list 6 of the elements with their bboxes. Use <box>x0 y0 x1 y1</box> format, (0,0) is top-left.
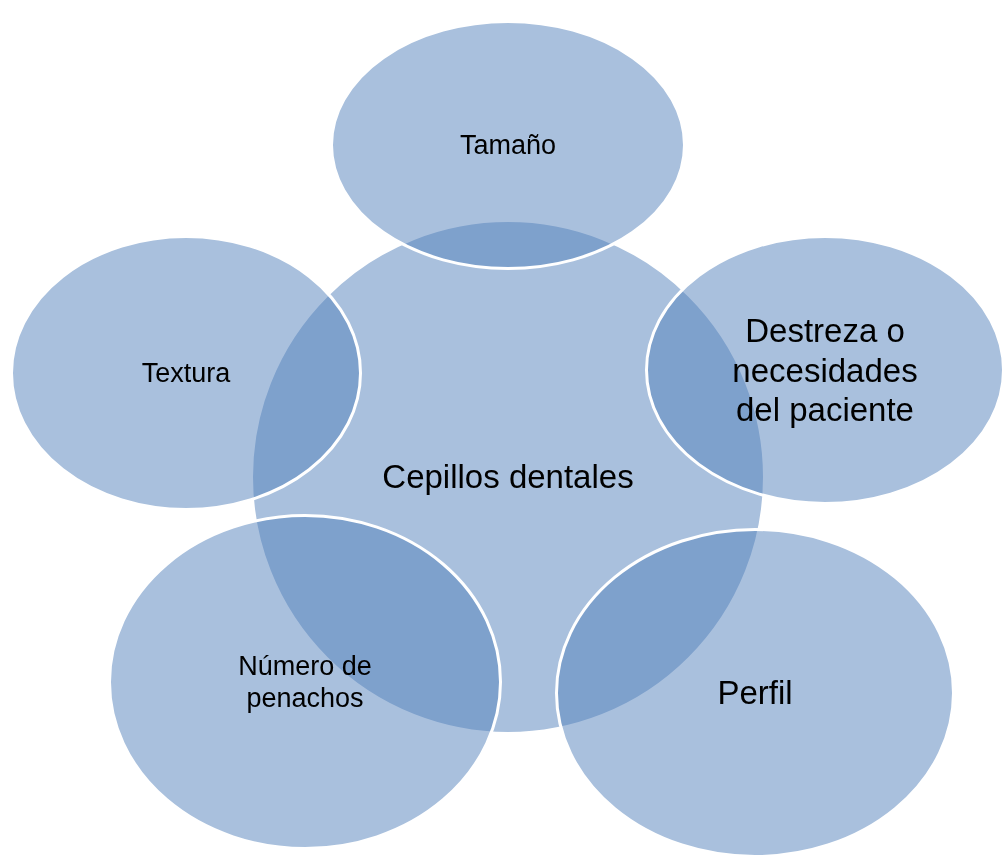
topic-label: Número de penachos <box>237 649 373 715</box>
topic-label: Textura <box>140 356 232 390</box>
topic-label: Destreza o necesidades del paciente <box>731 310 919 430</box>
topic-label: Tamaño <box>458 128 558 162</box>
topic-label: Perfil <box>716 673 794 713</box>
central-label: Cepillos dentales <box>381 457 635 497</box>
